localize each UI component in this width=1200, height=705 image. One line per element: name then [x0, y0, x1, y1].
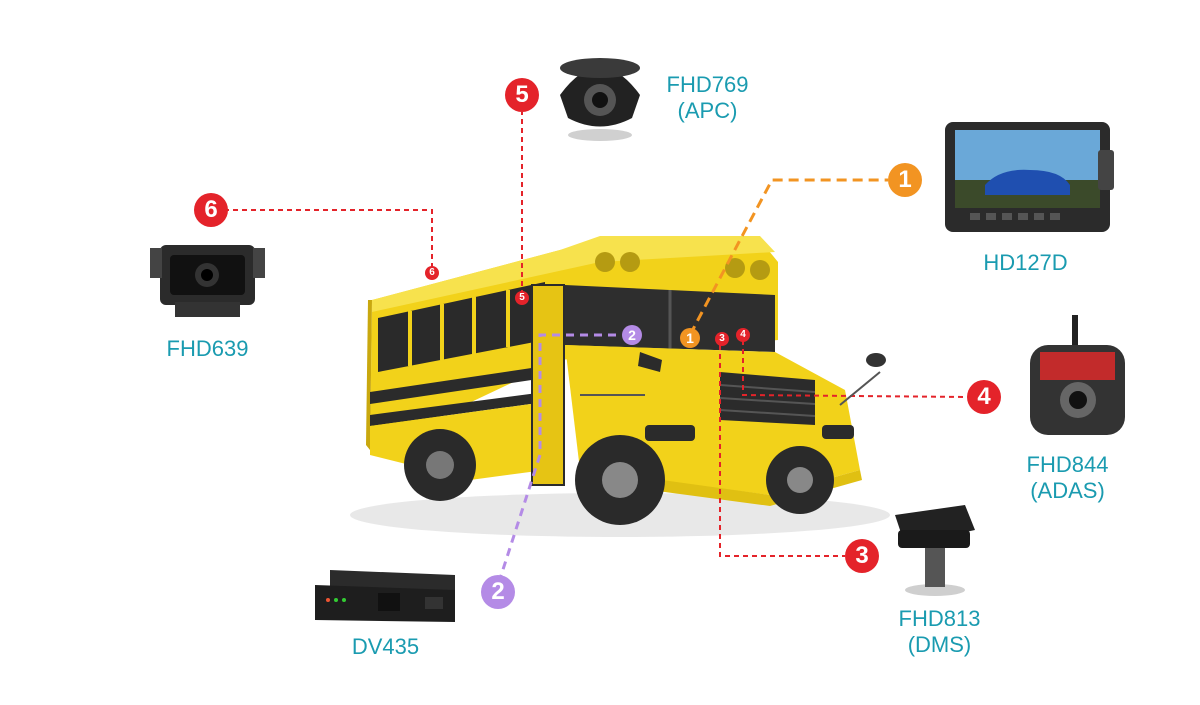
label-fhd844-function: (ADAS) [1030, 478, 1105, 503]
dms-camera-icon [895, 505, 975, 596]
dome-camera-icon [560, 58, 640, 141]
school-bus [350, 236, 890, 537]
badge-4-large: 4 [967, 380, 1001, 414]
label-fhd813: FHD813 (DMS) [882, 606, 997, 658]
label-fhd813-function: (DMS) [907, 632, 972, 657]
label-dv435-model: DV435 [351, 634, 420, 659]
adas-camera-icon [1030, 315, 1125, 435]
badge-2-small: 2 [622, 325, 642, 345]
label-fhd844-model: FHD844 [1026, 452, 1109, 477]
label-fhd769-function: (APC) [677, 98, 738, 123]
rear-camera-icon [150, 245, 265, 317]
dvr-icon [315, 570, 455, 622]
badge-5-small: 5 [515, 291, 529, 305]
badge-3-large: 3 [845, 539, 879, 573]
badge-6-small: 6 [425, 266, 439, 280]
monitor-icon [945, 122, 1114, 232]
badge-4-small: 4 [736, 328, 750, 342]
label-hd127d: HD127D [968, 250, 1083, 276]
label-fhd639-model: FHD639 [166, 336, 249, 361]
label-fhd813-model: FHD813 [898, 606, 981, 631]
label-fhd769-model: FHD769 [666, 72, 749, 97]
label-dv435: DV435 [328, 634, 443, 660]
label-fhd844: FHD844 (ADAS) [1010, 452, 1125, 504]
bus-dome-camera-icon [866, 353, 886, 367]
badge-1-large: 1 [888, 163, 922, 197]
label-hd127d-model: HD127D [983, 250, 1068, 275]
label-fhd639: FHD639 [150, 336, 265, 362]
badge-2-large: 2 [481, 575, 515, 609]
badge-6-large: 6 [194, 193, 228, 227]
badge-1-small: 1 [680, 328, 700, 348]
label-fhd769: FHD769 (APC) [650, 72, 765, 124]
badge-5-large: 5 [505, 78, 539, 112]
connector-lines [226, 112, 968, 557]
badge-3-small: 3 [715, 332, 729, 346]
